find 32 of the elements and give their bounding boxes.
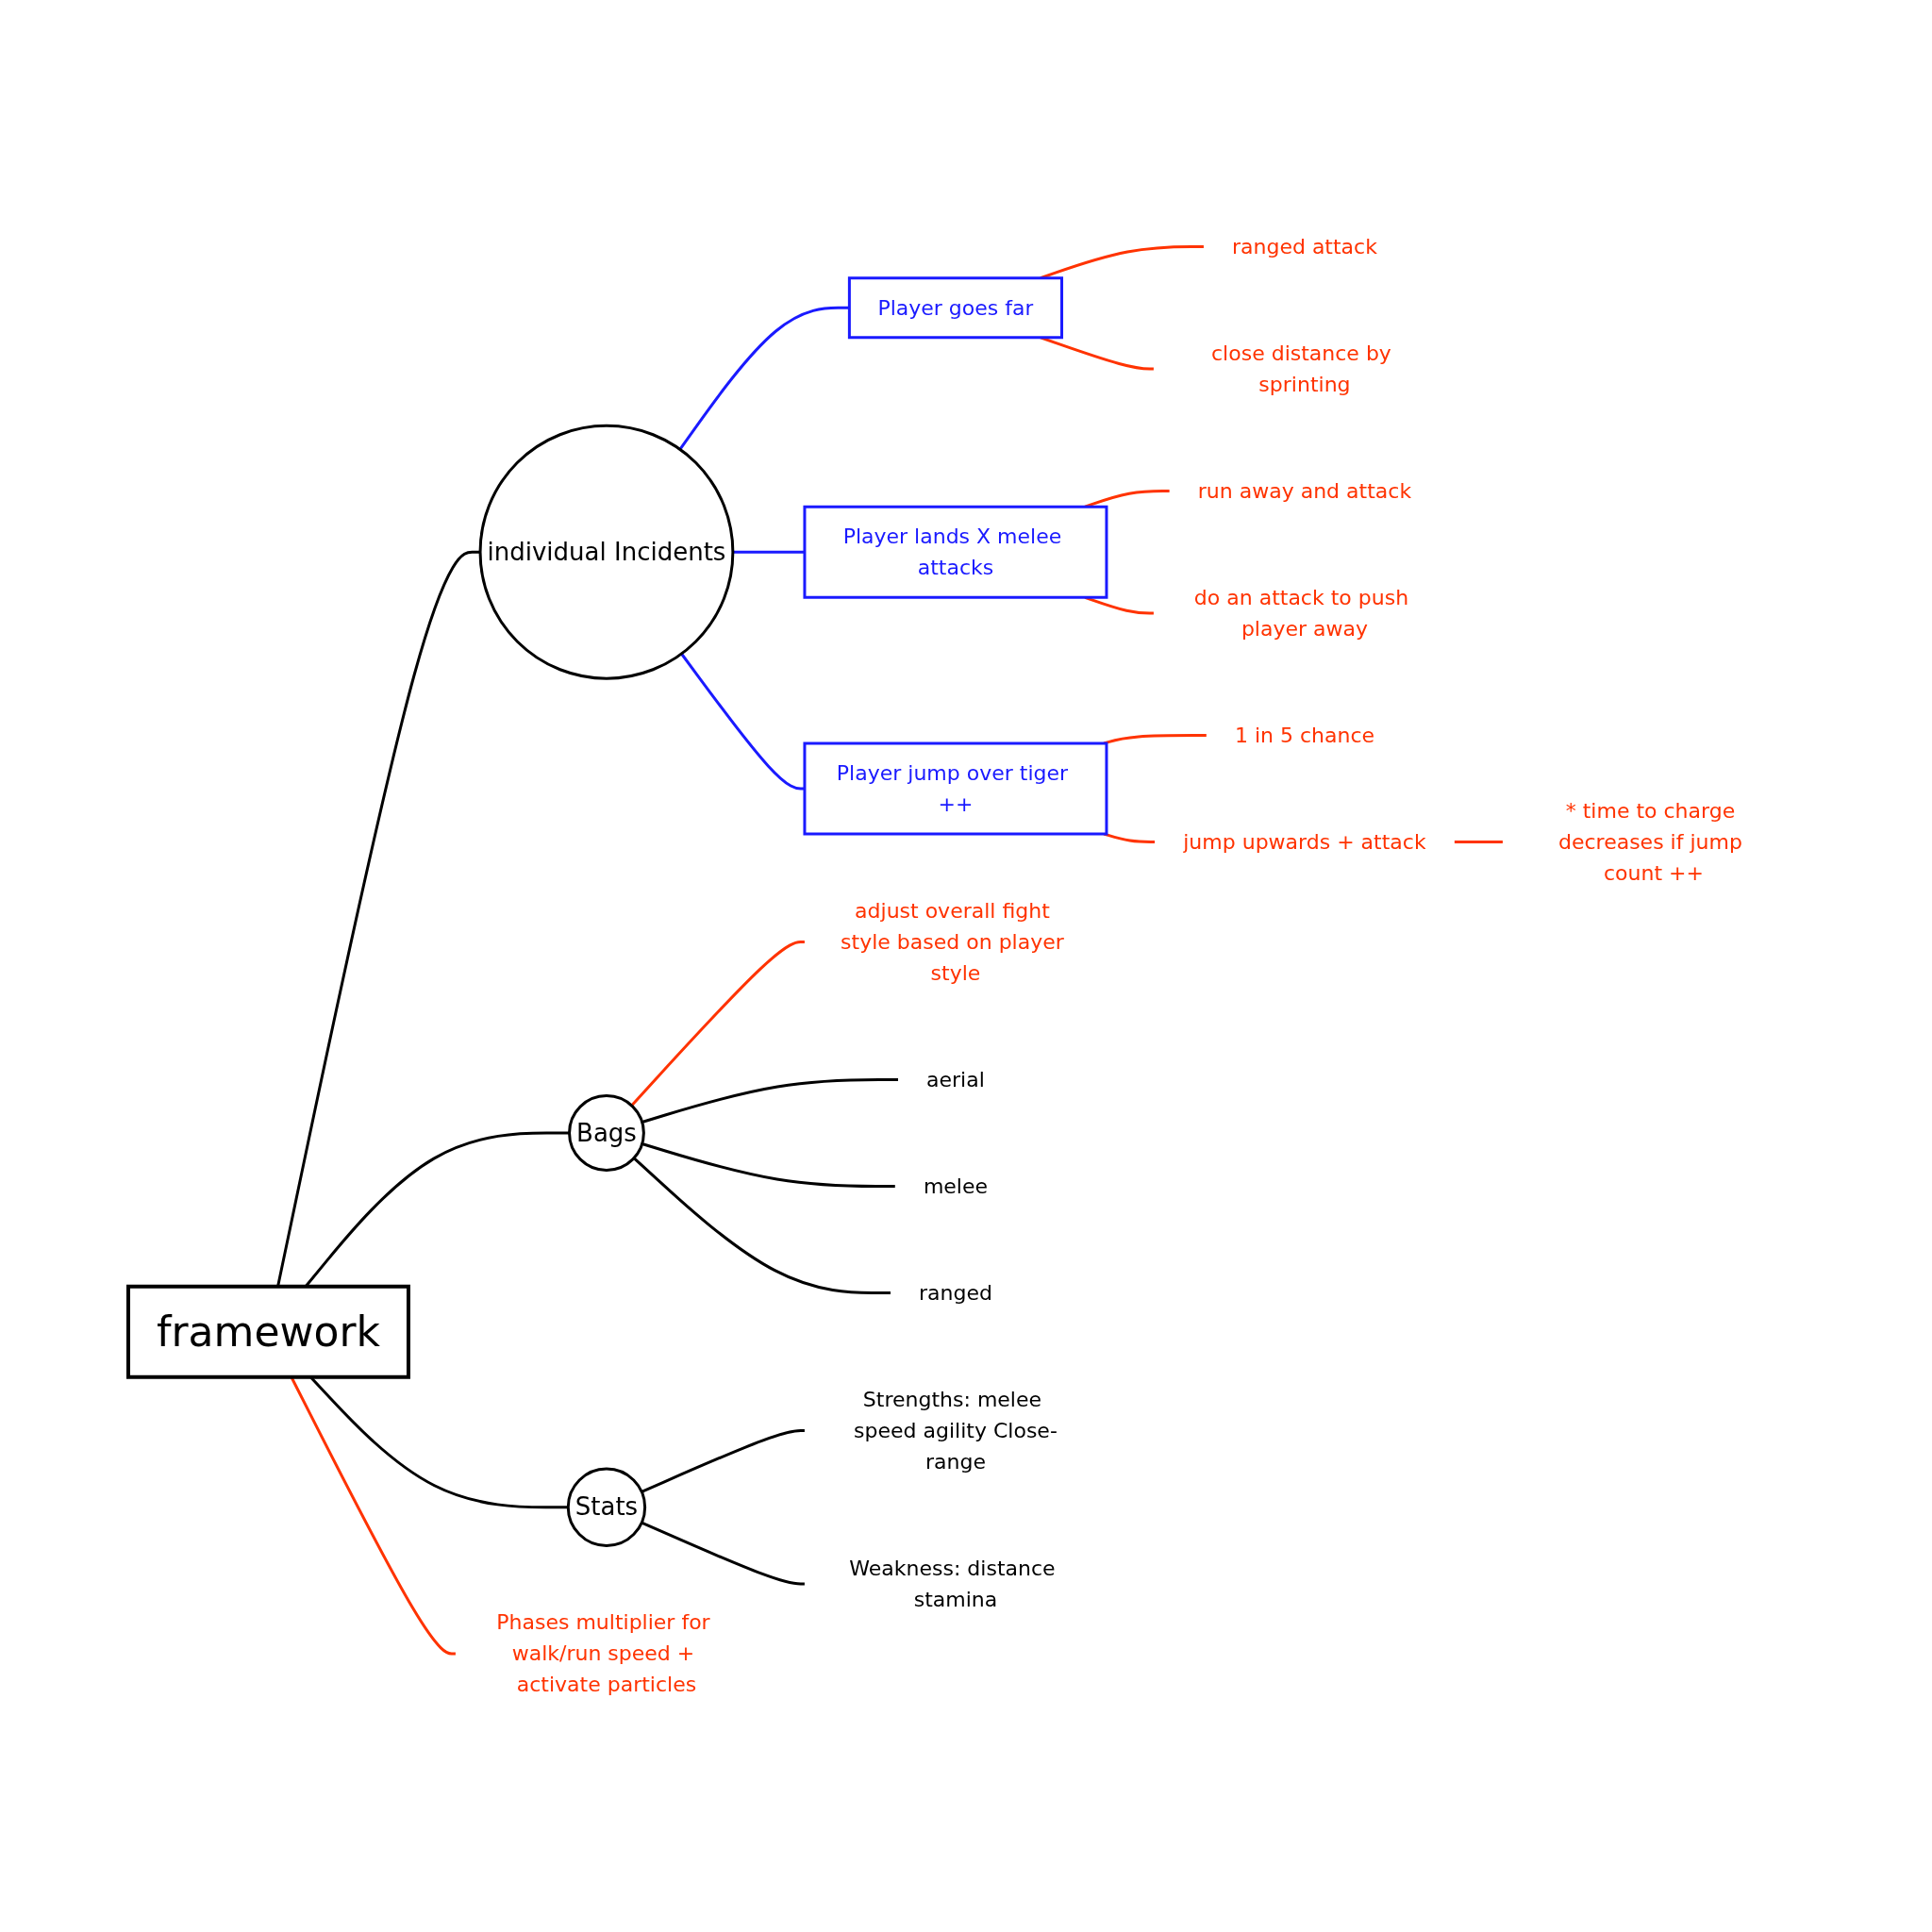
node-text: 1 in 5 chance — [1234, 724, 1374, 748]
node-text: Weakness: distance stamina — [848, 1557, 1056, 1612]
node-text: do an attack to push player away — [1193, 586, 1408, 641]
node-circle: individual Incidents — [478, 425, 734, 680]
node-box: Player jump over tiger ++ — [802, 741, 1108, 836]
connector — [732, 551, 805, 555]
connector — [629, 941, 805, 1108]
node-text: melee — [923, 1174, 988, 1199]
connector — [641, 1522, 805, 1586]
node-text: aerial — [925, 1068, 985, 1092]
connector — [679, 653, 805, 791]
node-box: Player lands X melee attacks — [802, 506, 1108, 600]
node-text: * time to charge decreases if jump count ++ — [1557, 799, 1742, 886]
connector — [632, 1157, 891, 1295]
connector — [304, 1131, 570, 1288]
node-text: run away and attack — [1197, 479, 1411, 504]
connector — [678, 307, 849, 451]
node-text: adjust overall fight style based on player style — [840, 899, 1064, 986]
node-text: Strengths: melee speed agility Close-range — [853, 1388, 1058, 1474]
node-circle: Stats — [566, 1467, 646, 1548]
node-text: ranged — [918, 1281, 992, 1306]
node-text: ranged attack — [1231, 235, 1377, 259]
node-circle: Bags — [567, 1094, 645, 1173]
connector — [641, 1429, 805, 1494]
connector — [1103, 734, 1207, 745]
node-text: Phases multiplier for walk/run speed + activate particles — [495, 1610, 710, 1697]
node-box: framework — [125, 1285, 410, 1380]
connector — [275, 551, 480, 1288]
connector — [1454, 841, 1503, 844]
node-box: Player goes far — [847, 276, 1063, 340]
node-text: close distance by sprinting — [1210, 341, 1391, 397]
node-text: jump upwards + attack — [1182, 830, 1426, 855]
